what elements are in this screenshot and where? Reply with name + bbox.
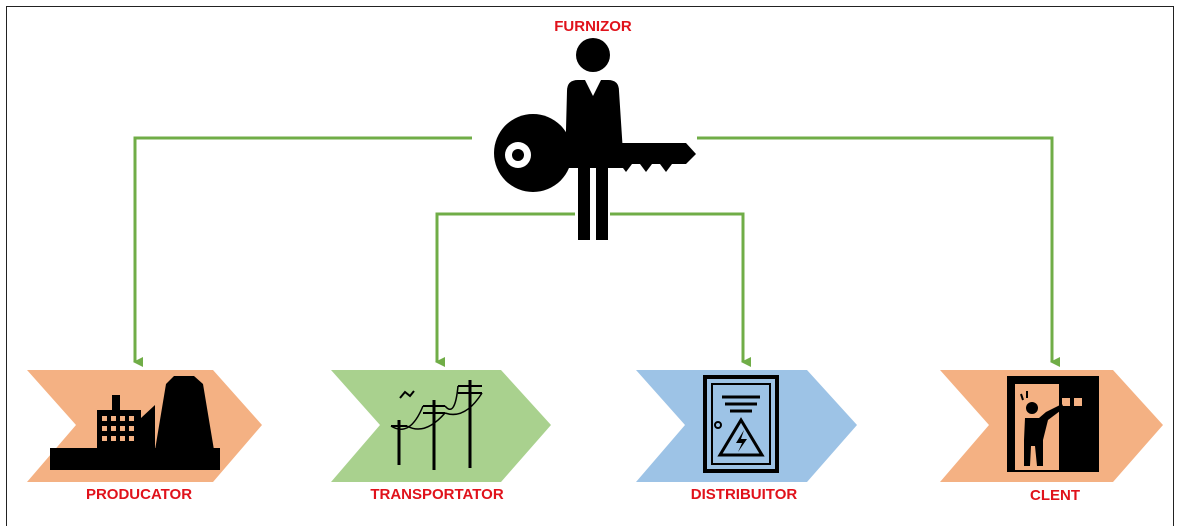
chevron-transportator bbox=[331, 370, 551, 482]
person-at-door-icon bbox=[1007, 376, 1099, 472]
node-label-transportator: TRANSPORTATOR bbox=[370, 486, 504, 503]
connector-producator bbox=[133, 136, 472, 367]
connector-transportator bbox=[435, 212, 575, 367]
diagram-frame bbox=[6, 6, 1174, 526]
chevron-distribuitor bbox=[636, 370, 857, 482]
connectors bbox=[133, 136, 1060, 367]
node-label-distribuitor: DISTRIBUITOR bbox=[690, 486, 798, 503]
electrical-panel-icon bbox=[703, 375, 779, 473]
power-lines-icon bbox=[390, 380, 483, 470]
factory-icon bbox=[50, 376, 220, 470]
node-label-producator: PRODUCATOR bbox=[85, 486, 193, 503]
supplier-label: FURNIZOR bbox=[554, 18, 632, 35]
connector-client bbox=[697, 136, 1060, 367]
person-with-key-icon bbox=[494, 38, 696, 240]
diagram-canvas bbox=[27, 38, 1163, 482]
node-label-client: CLENT bbox=[1030, 487, 1080, 504]
connector-distribuitor bbox=[610, 212, 751, 367]
